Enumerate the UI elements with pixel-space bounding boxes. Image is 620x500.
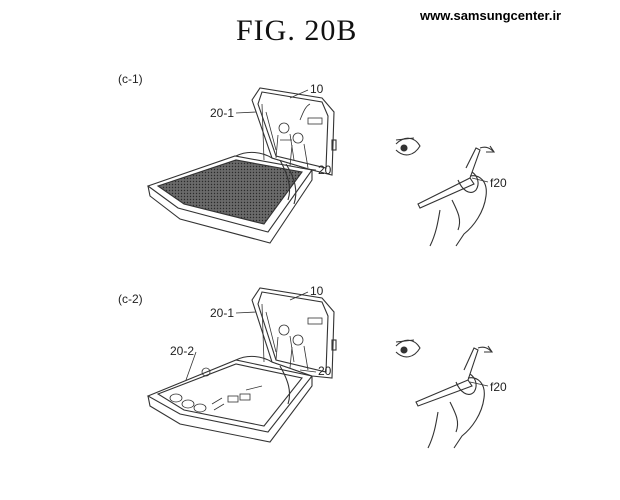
ref-lower-c2: 20-2 bbox=[170, 344, 195, 358]
panel-label-c1: (c-1) bbox=[118, 72, 143, 86]
hand-icon-c2 bbox=[415, 345, 494, 449]
ref-hand-c1: f20 bbox=[490, 176, 507, 190]
ref-hand-c2: f20 bbox=[490, 380, 507, 394]
eye-icon bbox=[395, 137, 421, 156]
device-c1 bbox=[146, 87, 337, 244]
panel-label-c2: (c-2) bbox=[118, 292, 143, 306]
ref-upper-c1: 20-1 bbox=[210, 106, 235, 120]
device-c2 bbox=[146, 287, 337, 443]
upper-display-image bbox=[261, 103, 323, 169]
lower-display-hatched bbox=[156, 159, 303, 225]
watermark-url: www.samsungcenter.ir bbox=[420, 8, 562, 23]
figure-title: FIG. 20B bbox=[236, 14, 358, 47]
ref-device-c2: 10 bbox=[310, 284, 324, 298]
ref-device-c1: 10 bbox=[310, 82, 324, 96]
ref-display-c2: 20 bbox=[318, 364, 332, 378]
ref-display-c1: 20 bbox=[318, 163, 332, 177]
lower-display-ui bbox=[169, 367, 263, 413]
eye-icon-c2 bbox=[395, 339, 421, 358]
hand-icon bbox=[417, 145, 496, 247]
upper-display-image-c2 bbox=[261, 303, 323, 371]
ref-upper-c2: 20-1 bbox=[210, 306, 235, 320]
